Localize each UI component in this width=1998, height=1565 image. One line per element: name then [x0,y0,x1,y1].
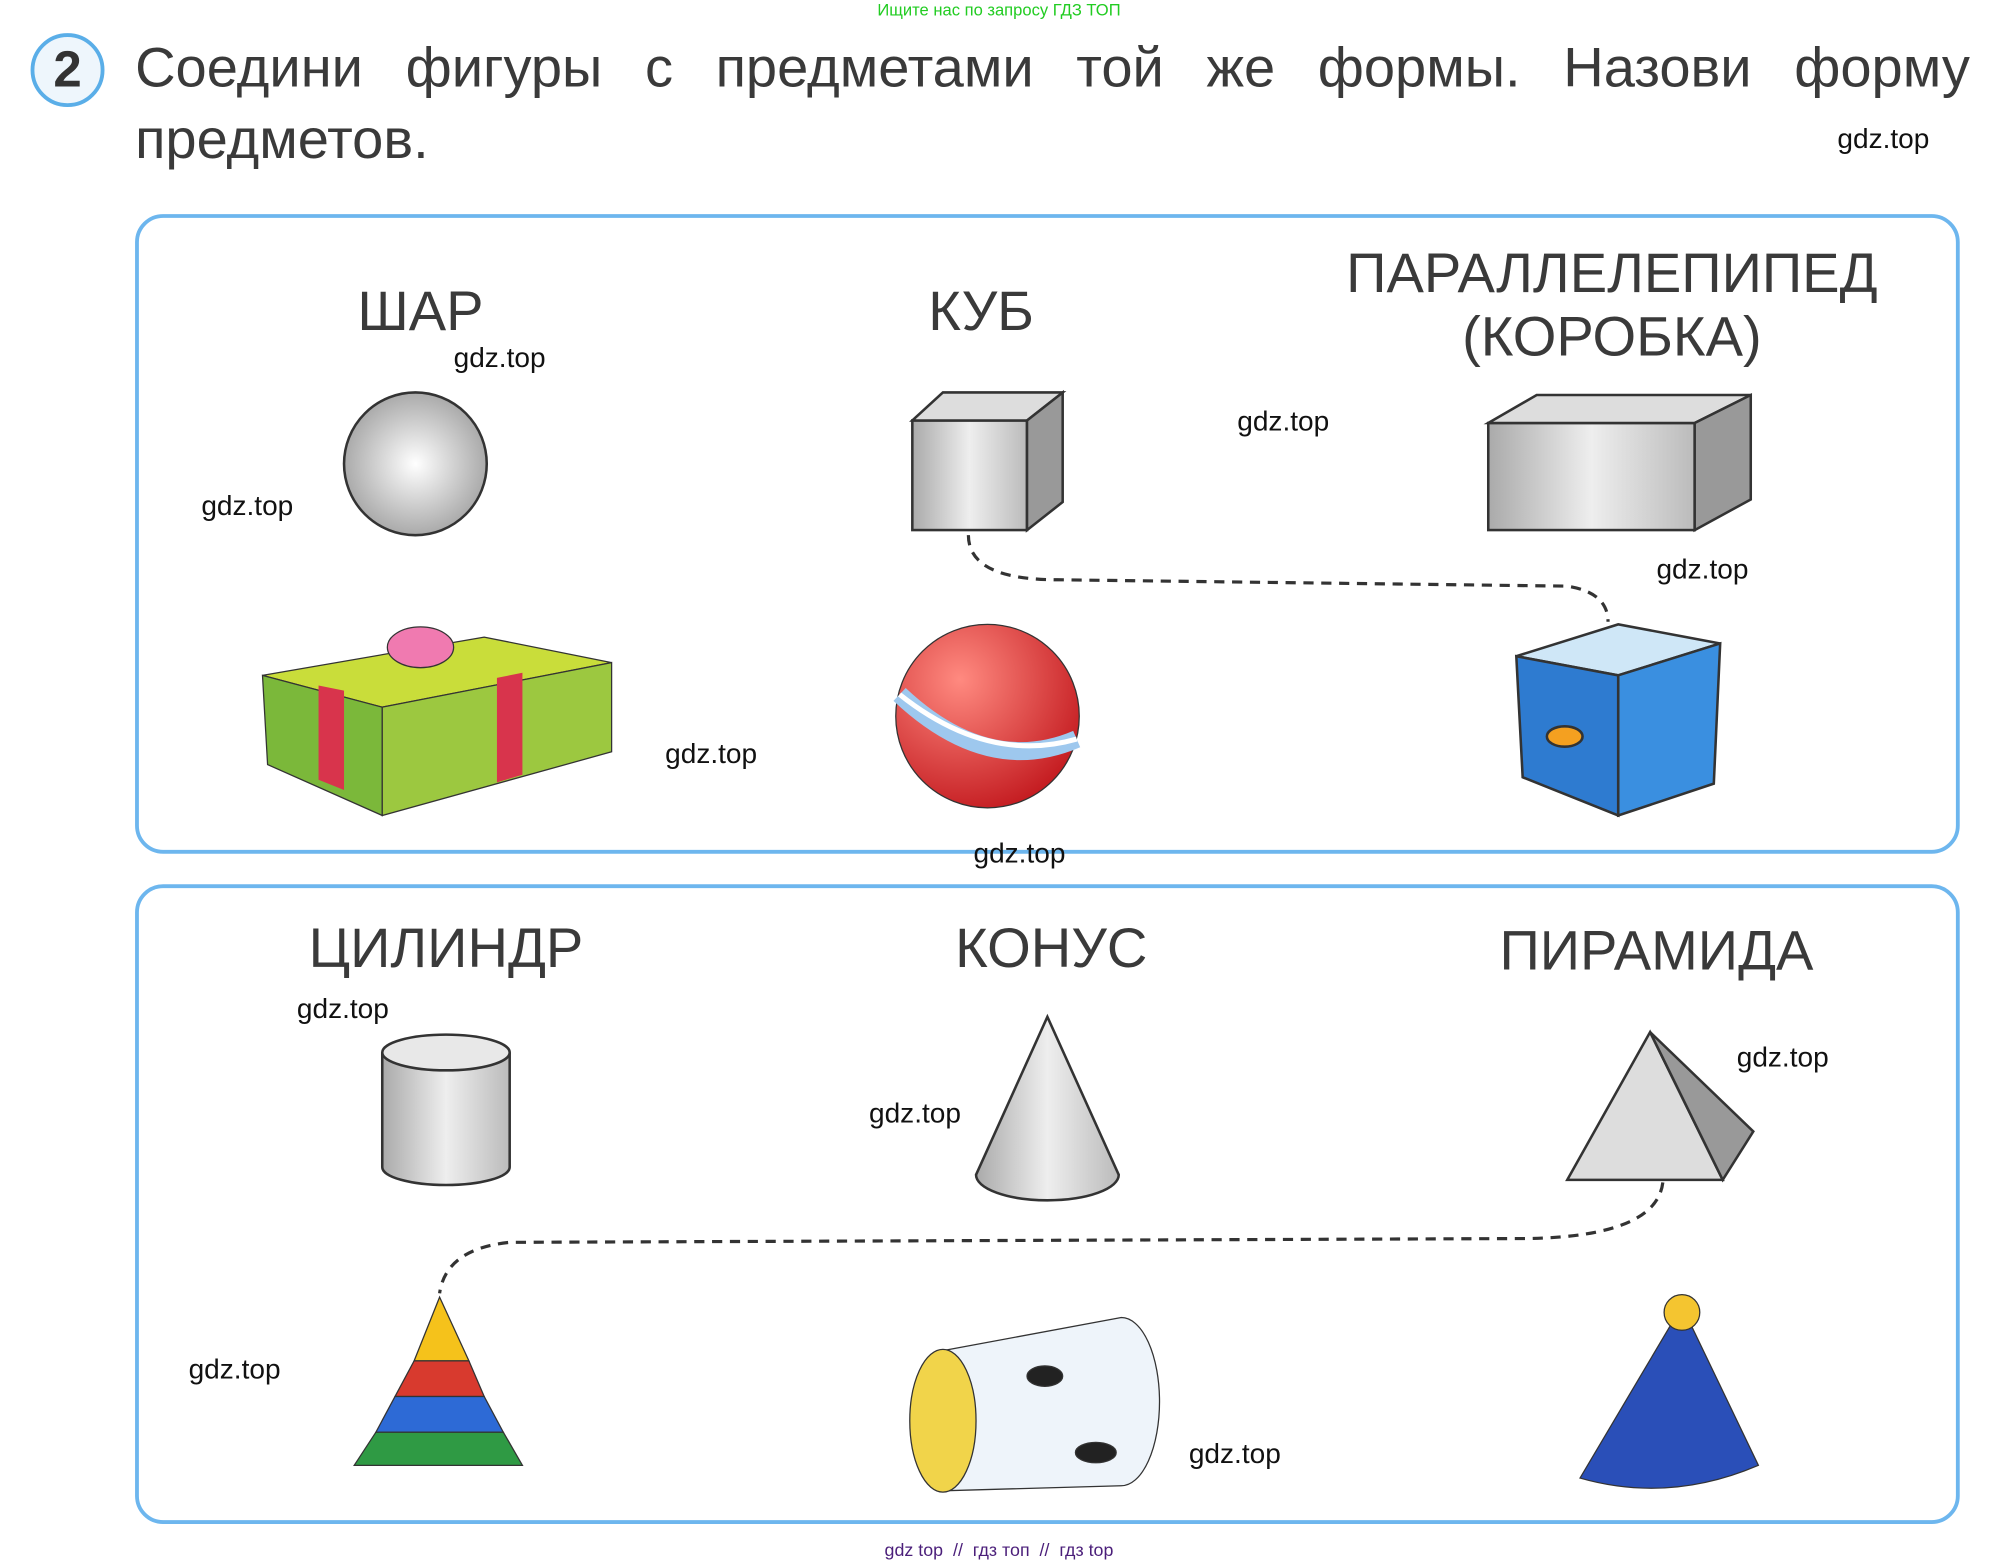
watermark: gdz.top [1237,405,1330,438]
watermark: gdz.top [665,737,758,770]
watermark: gdz.top [1188,1437,1281,1470]
cube-shape [909,389,1067,533]
task-number: 2 [30,33,105,108]
cylinder-shape [380,1033,511,1187]
search-hint: Ищите нас по запросу ГДЗ ТОП [877,0,1121,20]
pyramid-shape [1565,1029,1755,1183]
watermark: gdz.top [188,1353,281,1386]
connect-line-pyramid [438,1182,1665,1294]
watermark: gdz.top [296,992,389,1025]
watermark: gdz.top [869,1097,961,1129]
footer-links: gdz top // гдз топ // гдз top [884,1539,1114,1560]
label-cuboid: ПАРАЛЛЕЛЕПИПЕД [1346,242,1878,305]
aquarium-image [1514,623,1722,818]
connect-line-cube [966,535,1610,622]
watermark: gdz.top [201,489,294,522]
cone-shape [974,1013,1121,1202]
cuboid-shape [1483,392,1753,533]
panel-bottom [135,884,1960,1524]
birch-log-image [909,1316,1161,1493]
label-pyramid: ПИРАМИДА [1499,919,1814,983]
gift-box-image [261,626,613,817]
watermark: gdz.top [973,837,1066,870]
watermark: gdz.top [1837,122,1930,155]
ball-image [893,623,1081,809]
task-text: Соедини фигуры с предметами той же формы… [135,36,1970,171]
sphere-shape [342,391,489,537]
label-sphere: ШАР [357,280,484,343]
label-cube: КУБ [928,280,1034,343]
label-cylinder: ЦИЛИНДР [308,917,584,980]
label-cone: КОНУС [955,917,1148,980]
panel-top [135,214,1960,854]
toy-pyramid-image [353,1295,524,1466]
watermark: gdz.top [453,341,546,374]
label-box: (КОРОБКА) [1462,305,1762,369]
watermark: gdz.top [1656,553,1749,585]
party-hat-image [1579,1293,1760,1489]
watermark: gdz.top [1736,1041,1829,1073]
